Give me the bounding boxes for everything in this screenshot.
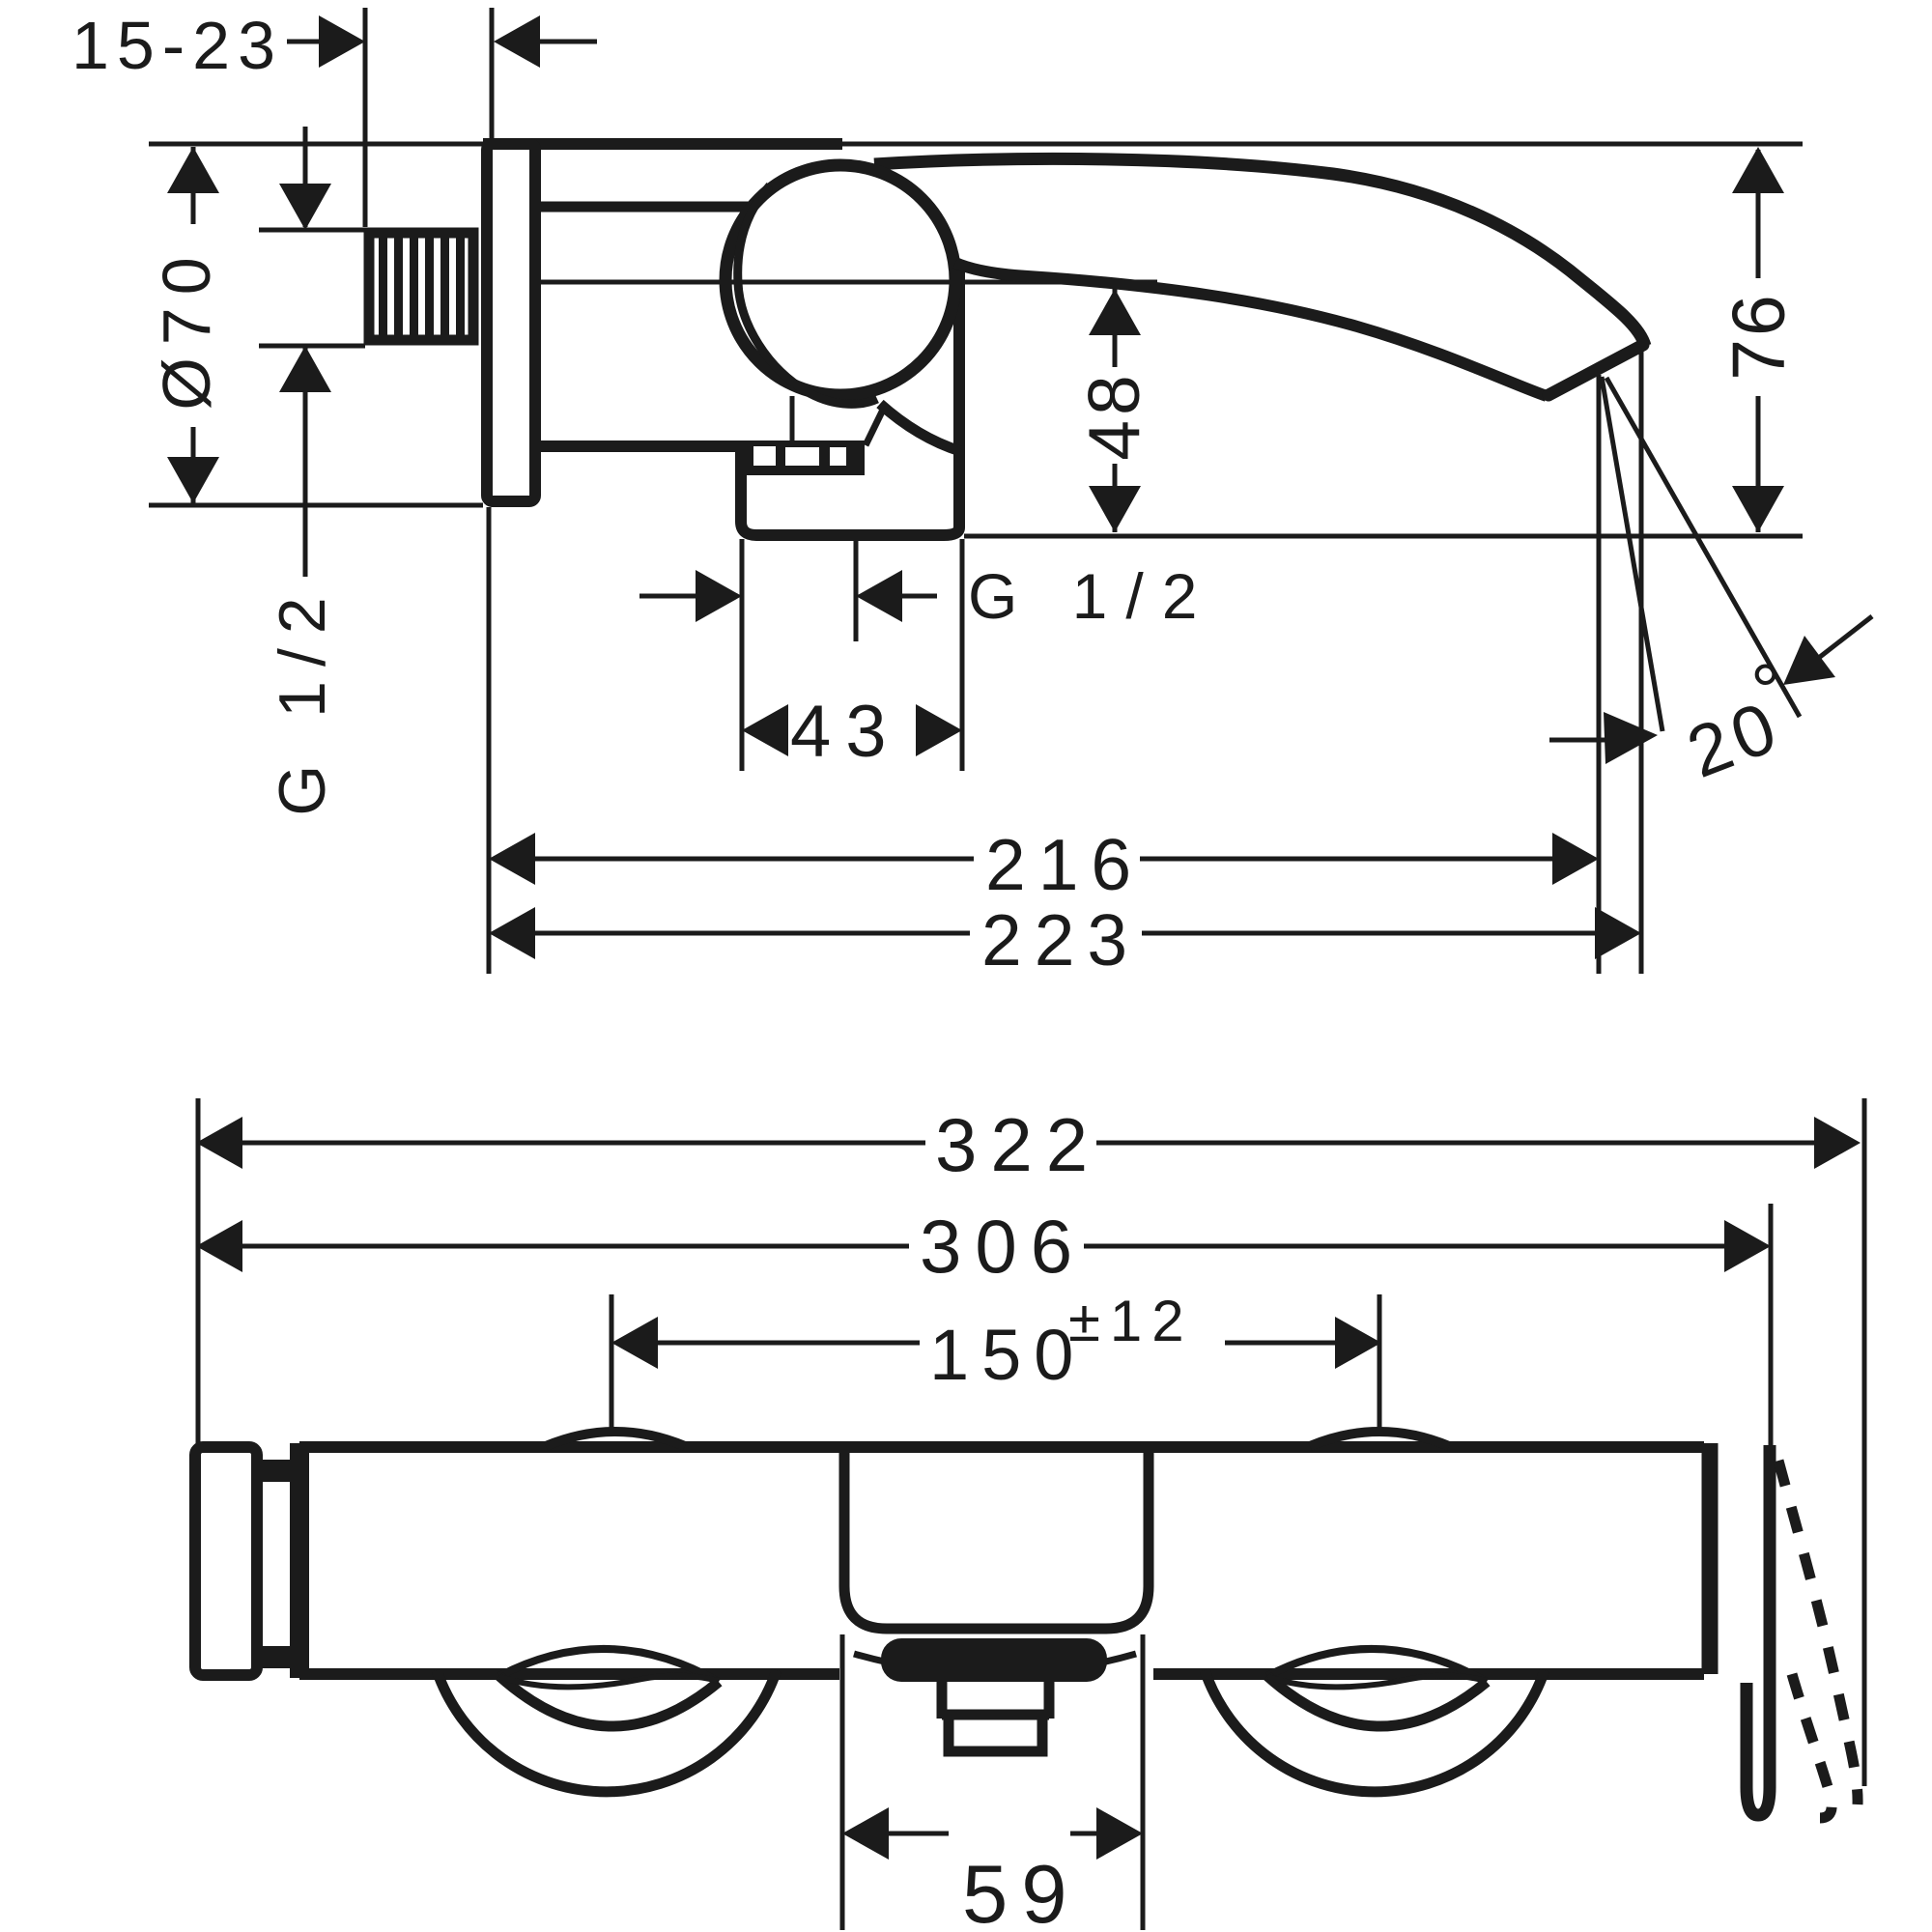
svg-text:306: 306 bbox=[920, 1204, 1086, 1289]
svg-text:150: 150 bbox=[929, 1315, 1086, 1395]
svg-text:59: 59 bbox=[962, 1849, 1081, 1932]
svg-text:48: 48 bbox=[1073, 370, 1154, 460]
svg-text:G 1/2: G 1/2 bbox=[968, 560, 1215, 632]
svg-text:76: 76 bbox=[1718, 292, 1801, 381]
svg-text:15-23: 15-23 bbox=[71, 8, 283, 83]
svg-text:43: 43 bbox=[790, 691, 901, 773]
svg-text:°: ° bbox=[1750, 648, 1780, 733]
svg-text:G 1/2: G 1/2 bbox=[266, 582, 339, 815]
svg-text:±12: ±12 bbox=[1068, 1289, 1194, 1353]
svg-text:223: 223 bbox=[981, 899, 1140, 980]
svg-text:322: 322 bbox=[935, 1102, 1101, 1187]
svg-text:216: 216 bbox=[985, 824, 1144, 905]
svg-text:Ø70: Ø70 bbox=[149, 244, 224, 410]
